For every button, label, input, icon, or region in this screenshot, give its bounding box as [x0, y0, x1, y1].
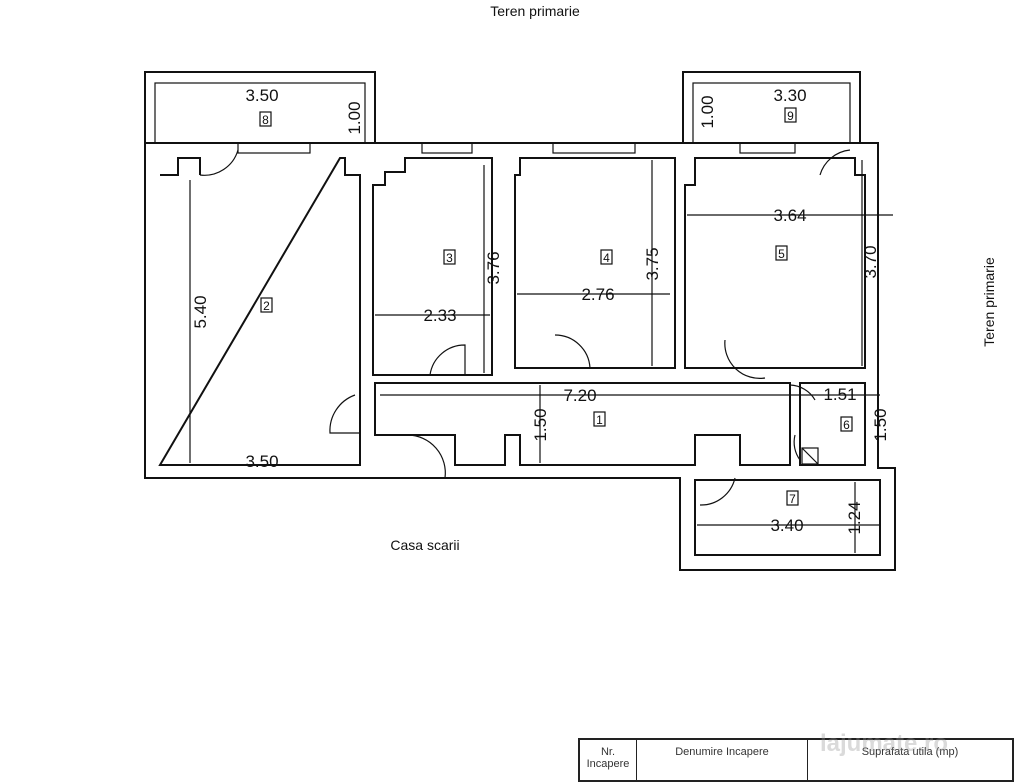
header-room-name: Denumire Incapere	[637, 740, 808, 780]
dim-7-width: 1.24	[845, 501, 864, 534]
room-number-4: 4	[600, 249, 613, 265]
svg-text:3: 3	[446, 251, 453, 265]
room-number-9: 9	[784, 107, 797, 123]
room-number-5: 5	[775, 245, 788, 261]
area-table-header: Nr. Incapere Denumire Incapere Suprafata…	[578, 738, 1014, 782]
door	[429, 344, 466, 376]
door	[407, 434, 446, 479]
dim-4-width: 2.76	[581, 285, 614, 304]
svg-text:8: 8	[262, 113, 269, 127]
dim-3-width: 2.33	[423, 306, 456, 325]
svg-text:1: 1	[596, 413, 603, 427]
door	[554, 334, 591, 369]
dim-8-depth: 1.00	[345, 101, 364, 134]
dim-8-width: 3.50	[245, 86, 278, 105]
room-1	[374, 382, 791, 466]
room-number-7: 7	[786, 490, 799, 506]
label-top-land: Teren primarie	[490, 3, 580, 19]
dim-1-length: 7.20	[563, 386, 596, 405]
room-2	[158, 157, 361, 466]
dim-2-length: 5.40	[191, 295, 210, 328]
room-5	[684, 157, 866, 369]
dim-6-width: 1.51	[823, 385, 856, 404]
room-6	[799, 382, 866, 466]
watermark-logo: lajumate.ro	[820, 730, 949, 757]
room-number-6: 6	[840, 416, 853, 432]
dim-5-width: 3.64	[773, 206, 806, 225]
room-7	[694, 479, 881, 556]
header-usable-area: Suprafata utila (mp)	[861, 746, 959, 758]
svg-text:5: 5	[778, 247, 785, 261]
door	[724, 339, 766, 379]
svg-text:2: 2	[263, 299, 270, 313]
room-number-3: 3	[443, 249, 456, 265]
dim-1-width: 1.50	[531, 408, 550, 441]
label-right-land: Teren primarie	[981, 257, 997, 347]
header-room-number: Nr. Incapere	[580, 740, 637, 780]
dim-3-length: 3.76	[484, 251, 503, 284]
door	[793, 434, 801, 461]
door	[699, 477, 736, 506]
dim-4-length: 3.75	[643, 247, 662, 280]
dim-9-depth: 1.00	[698, 95, 717, 128]
dim-5-length: 3.70	[861, 245, 880, 278]
door	[199, 149, 239, 176]
room-3	[372, 157, 493, 376]
door	[329, 394, 360, 434]
room-number-8: 8	[259, 111, 272, 127]
room-number-1: 1	[593, 411, 606, 427]
door	[789, 384, 816, 401]
svg-text:9: 9	[787, 109, 794, 123]
svg-text:6: 6	[843, 418, 850, 432]
dim-9-width: 3.30	[773, 86, 806, 105]
svg-text:4: 4	[603, 251, 610, 265]
dim-6-length: 1.50	[871, 408, 890, 441]
room-number-2: 2	[260, 297, 273, 313]
dim-2-width: 3.50	[245, 452, 278, 471]
label-stairwell: Casa scarii	[390, 537, 459, 553]
door	[819, 149, 851, 176]
room-4	[514, 157, 676, 369]
svg-text:7: 7	[789, 492, 796, 506]
outer-wall	[144, 142, 896, 571]
dim-7-length: 3.40	[770, 516, 803, 535]
